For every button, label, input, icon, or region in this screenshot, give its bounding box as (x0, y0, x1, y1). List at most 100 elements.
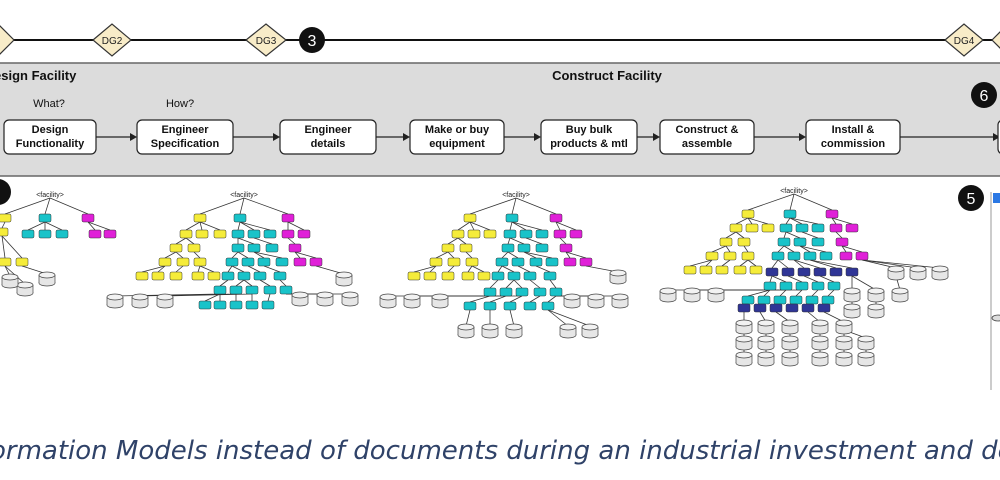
right-panel-db-icon (991, 314, 1000, 322)
gate-dg4-label: DG4 (954, 36, 975, 47)
tree-edge (785, 231, 801, 239)
tree-node (441, 271, 455, 281)
tree-node (151, 271, 165, 281)
tree-edge (267, 293, 271, 302)
tree-db-top (659, 287, 677, 295)
tree-edge (469, 295, 491, 303)
tree-db-top (735, 319, 753, 327)
badge-6: 6 (971, 82, 997, 108)
step-label-line2: equipment (429, 138, 485, 150)
tree-node (683, 265, 697, 275)
tree-db-top (38, 271, 56, 279)
tree-edge (467, 265, 473, 273)
tree-node (429, 257, 443, 267)
information-model-tree: <facility> (0, 192, 117, 297)
tree-node (309, 257, 323, 267)
step-arrowhead (653, 133, 660, 141)
tree-node (193, 257, 207, 267)
tree-db-top (316, 291, 334, 299)
tree-node (505, 213, 519, 223)
tree-node (805, 295, 819, 305)
tree-db-top (379, 293, 397, 301)
tree-node (483, 287, 497, 297)
tree-db-body (892, 291, 908, 299)
tree-edge (555, 221, 561, 231)
tree-node (263, 229, 277, 239)
tree-edge (237, 221, 241, 231)
tree-edge (769, 275, 773, 283)
tree-root-label: <facility> (502, 192, 530, 199)
tree-edge (429, 265, 437, 273)
tree-node (783, 209, 797, 219)
tree-edge (535, 265, 551, 273)
tree-db-body (612, 297, 628, 305)
tree-db-body (844, 307, 860, 315)
tree-node (483, 229, 497, 239)
tree-node (176, 257, 190, 267)
tree-node (275, 257, 289, 267)
tree-edge (509, 295, 523, 303)
tree-edge (501, 265, 515, 273)
tree-edge (747, 193, 795, 211)
tree-edge (287, 221, 305, 231)
tree-node (491, 271, 505, 281)
tree-edge (497, 265, 503, 273)
tree-edge (841, 245, 847, 253)
tree-db-body (684, 291, 700, 299)
step-label-line2: commission (821, 138, 885, 150)
tree-node (563, 257, 577, 267)
tree-node (261, 300, 275, 310)
tree-edge (447, 237, 459, 245)
tree-edge (509, 221, 513, 231)
tree-db-top (683, 287, 701, 295)
tree-db-body (932, 269, 948, 277)
tree-db-body (560, 327, 576, 335)
tree-edge (231, 251, 239, 259)
tree-node (245, 285, 259, 295)
tree-edge (505, 279, 515, 289)
tree-db-body (812, 323, 828, 331)
tree-db-body (888, 269, 904, 277)
tree-edge (263, 265, 281, 273)
tree-db-top (609, 269, 627, 277)
tree-node (543, 271, 557, 281)
tree-db-body (2, 277, 18, 285)
tree-db-body (458, 327, 474, 335)
tree-edge (413, 265, 437, 273)
tree-edge (253, 251, 283, 259)
tree-node (247, 243, 261, 253)
tree-edge (735, 231, 745, 239)
tree-node (38, 229, 52, 239)
tree-edge (87, 221, 111, 231)
tree-node (825, 209, 839, 219)
tree-db-top (757, 319, 775, 327)
tree-node (483, 301, 497, 311)
tree-db-top (735, 335, 753, 343)
tree-node (423, 271, 437, 281)
tree-db-top (757, 351, 775, 359)
tree-node (511, 257, 525, 267)
tree-db-body (610, 273, 626, 281)
tree-db-top (867, 287, 885, 295)
tree-db-top (735, 351, 753, 359)
tree-edge (507, 237, 511, 245)
tree-edge (841, 245, 863, 253)
tree-node (459, 243, 473, 253)
tree-node (827, 281, 841, 291)
tree-edge (457, 237, 467, 245)
step-arrowhead (993, 133, 1000, 141)
tree-node (719, 237, 733, 247)
tree-edge (199, 221, 221, 231)
badge-3: 3 (299, 27, 325, 53)
tree-edge (511, 221, 527, 231)
tree-edge (689, 259, 713, 267)
question-how: How? (166, 98, 194, 110)
tree-db-body (782, 355, 798, 363)
gate-dg3: DG3 (245, 23, 287, 57)
tree-db-body (317, 295, 333, 303)
tree-edge (549, 279, 557, 289)
tree-edge (529, 279, 541, 289)
tree-edge (811, 289, 819, 297)
